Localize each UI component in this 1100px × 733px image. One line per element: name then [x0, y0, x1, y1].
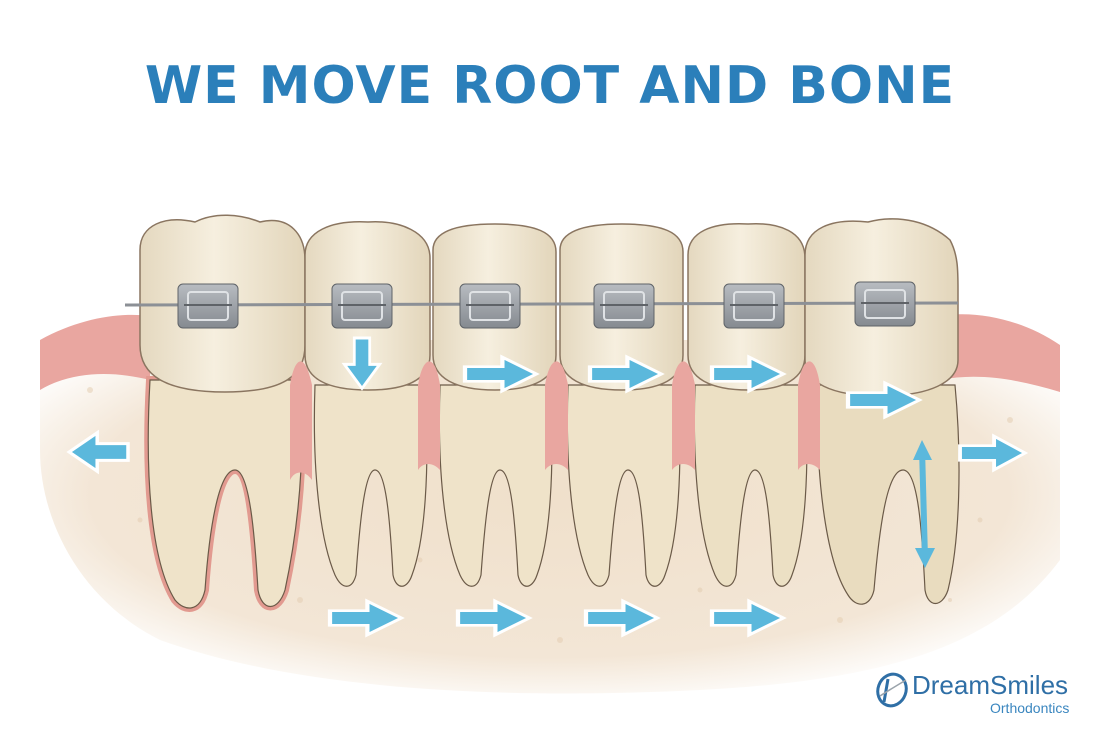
gum-papillae	[290, 361, 820, 480]
page-title: WE MOVE ROOT AND BONE	[144, 56, 956, 116]
d-swoosh-logo-icon	[876, 672, 908, 708]
arrow-up-down-icon	[913, 440, 935, 568]
movement-arrows	[67, 336, 1028, 635]
brackets	[177, 281, 916, 329]
brand-name: DreamSmiles	[912, 670, 1069, 700]
brand-subtitle: Orthodontics	[990, 700, 1070, 716]
brand-logo: DreamSmiles Orthodontics	[874, 668, 1094, 718]
archwire	[124, 301, 959, 307]
tooth-1	[139, 214, 306, 612]
gum-tissue	[40, 314, 1060, 392]
